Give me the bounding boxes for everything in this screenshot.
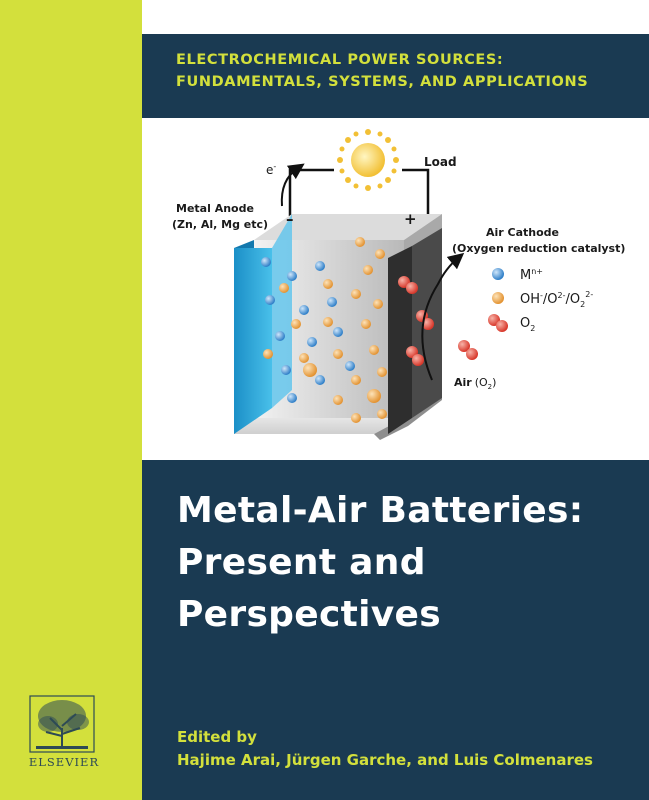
air-label: Air(O2): [454, 376, 496, 391]
metal-anode-plate: [234, 248, 272, 434]
metal-ion-particles: [261, 257, 355, 403]
book-title-line-3: Perspectives: [177, 594, 441, 635]
elsevier-tree-logo: [29, 695, 95, 753]
series-banner: ELECTROCHEMICAL POWER SOURCES: FUNDAMENT…: [142, 34, 649, 118]
editor-names: Hajime Arai, Jürgen Garche, and Luis Col…: [177, 751, 593, 769]
legend-metal-ion-swatch: [492, 268, 504, 280]
edited-by-label: Edited by: [177, 728, 257, 746]
battery-diagram-svg: – +: [172, 129, 625, 440]
book-title-line-1: Metal-Air Batteries:: [177, 490, 584, 531]
legend-o2-label: O2: [520, 316, 535, 333]
oxygen-species-particles: [263, 237, 387, 423]
anode-sublabel: (Zn, Al, Mg etc): [172, 218, 268, 231]
legend-oxygen-species-label: OH-/O2-/O22-: [520, 290, 593, 309]
book-title-line-2: Present and: [177, 542, 426, 583]
legend-metal-ion-label: Mn+: [520, 267, 543, 283]
cathode-label: Air Cathode: [486, 226, 559, 239]
figure-legend: Mn+ OH-/O2-/O22- O2: [488, 267, 593, 333]
load-label: Load: [424, 155, 457, 169]
cathode-sublabel: (Oxygen reduction catalyst): [452, 242, 625, 255]
left-accent-strip: [0, 0, 142, 800]
electrode-minus-sign: –: [286, 210, 294, 228]
electron-flow-arrow: [280, 163, 305, 207]
anode-label: Metal Anode: [176, 202, 254, 215]
electron-label: e-: [266, 162, 276, 177]
title-banner: Metal-Air Batteries: Present and Perspec…: [142, 460, 649, 800]
battery-diagram: – +: [142, 118, 649, 460]
air-flow-arrow: [421, 252, 465, 381]
electrode-plus-sign: +: [404, 210, 417, 228]
series-title-line-2: FUNDAMENTALS, SYSTEMS, AND APPLICATIONS: [176, 74, 589, 90]
legend-oxygen-species-swatch: [492, 292, 504, 304]
series-title-line-1: ELECTROCHEMICAL POWER SOURCES:: [176, 52, 504, 68]
publisher-name: ELSEVIER: [28, 755, 100, 769]
battery-cell: [234, 214, 442, 440]
load-icon: [337, 129, 399, 191]
